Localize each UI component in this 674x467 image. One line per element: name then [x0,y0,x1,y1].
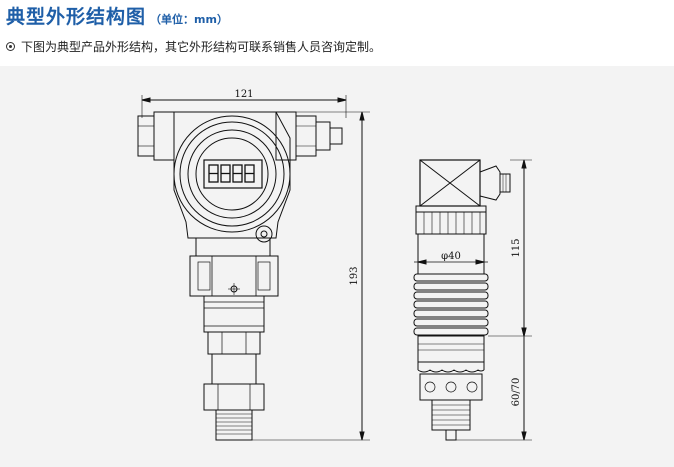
transmitter-front-view [137,95,370,441]
note-text: 下图为典型产品外形结构，其它外形结构可联系销售人员咨询定制。 [21,40,382,54]
page-title: 典型外形结构图 [6,6,147,28]
title-row: 典型外形结构图 （单位：mm） [6,2,228,32]
drawing-panel [0,66,674,467]
dim-height-label: 193 [349,266,360,285]
note-row: 下图为典型产品外形结构，其它外形结构可联系销售人员咨询定制。 [6,38,381,55]
circle-dot-icon [6,42,15,51]
dim-diameter-label: φ40 [441,251,461,262]
dim-upper-label: 115 [511,238,522,257]
dim-lower-label: 60/70 [511,378,522,407]
dim-width-label: 121 [234,89,253,100]
transmitter-side-view [413,159,532,441]
unit-label: （单位：mm） [150,13,228,26]
